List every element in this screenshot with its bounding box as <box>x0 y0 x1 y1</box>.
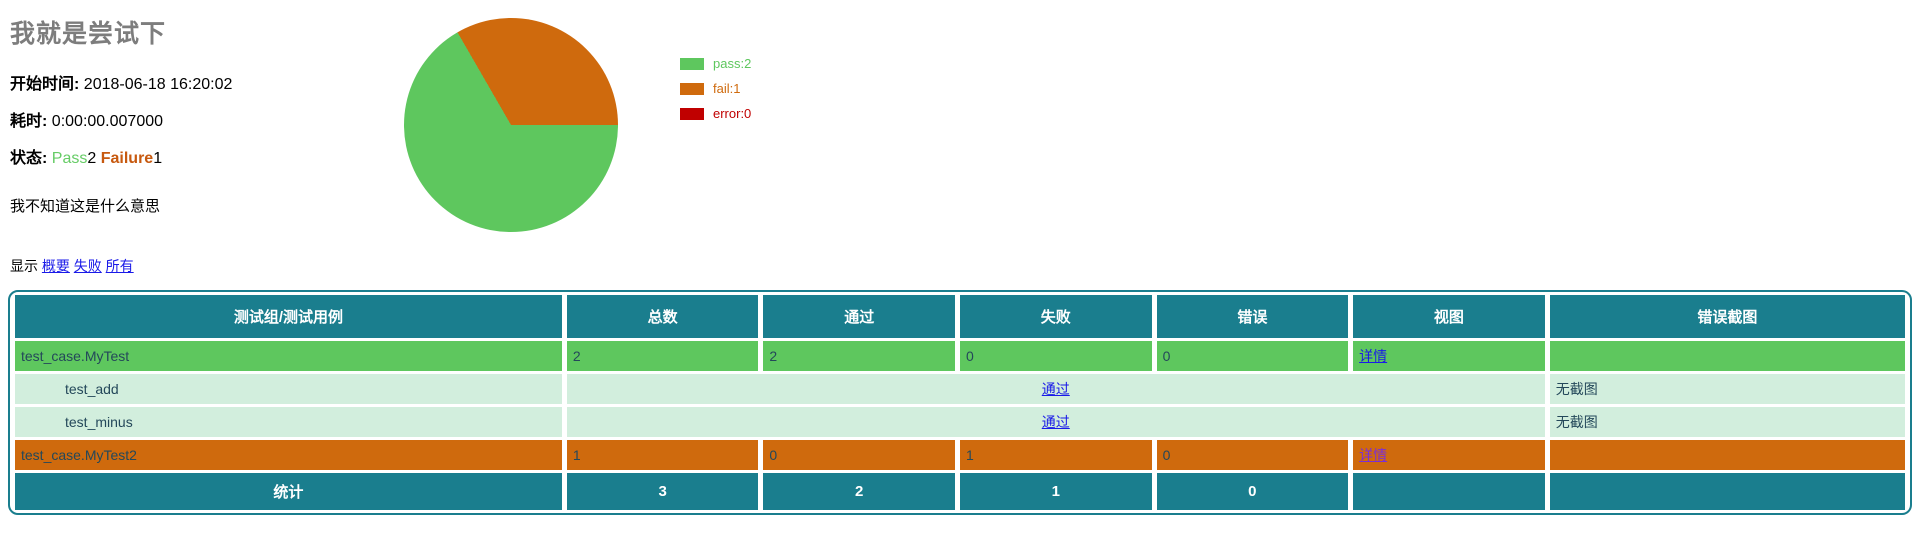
duration-row: 耗时: 0:00:00.007000 <box>10 107 1912 131</box>
status-pass-label: Pass <box>51 150 88 167</box>
case-status-link-test-minus[interactable]: 通过 <box>1041 414 1070 430</box>
status-row: 状态: Pass2 Failure1 <box>10 144 1912 168</box>
legend-swatch-error-icon <box>680 107 704 120</box>
group-pass: 0 <box>763 440 955 470</box>
group-total: 1 <box>566 440 759 470</box>
detail-link-mytest2[interactable]: 详情 <box>1359 447 1388 463</box>
header-cell-screenshot: 错误截图 <box>1549 295 1905 338</box>
legend-swatch-pass-icon <box>680 57 704 70</box>
footer-label: 统计 <box>15 473 562 510</box>
legend-label-pass: pass:2 <box>713 56 752 71</box>
start-time-row: 开始时间: 2018-06-18 16:20:02 <box>10 70 1912 94</box>
results-table: 测试组/测试用例 总数 通过 失败 错误 视图 错误截图 test_case.M… <box>8 290 1912 515</box>
group-screenshot <box>1549 341 1905 371</box>
case-status-link-test-add[interactable]: 通过 <box>1041 381 1070 397</box>
table-row-group-mytest: test_case.MyTest 2 2 0 0 详情 <box>15 341 1905 371</box>
footer-pass: 2 <box>763 473 955 510</box>
pie-chart <box>404 18 618 232</box>
detail-link-mytest[interactable]: 详情 <box>1359 348 1388 364</box>
group-pass: 2 <box>763 341 955 371</box>
status-failure-label: Failure <box>100 150 154 167</box>
group-name: test_case.MyTest2 <box>15 440 562 470</box>
group-screenshot <box>1549 440 1905 470</box>
group-fail: 0 <box>959 341 1152 371</box>
group-error: 0 <box>1156 341 1349 371</box>
table-row-case-test-minus: test_minus 通过 无截图 <box>15 407 1905 437</box>
filter-label: 显示 <box>10 258 38 274</box>
footer-screenshot <box>1549 473 1905 510</box>
footer-total: 3 <box>566 473 759 510</box>
legend-item-fail: fail:1 <box>680 81 751 96</box>
table-row-case-test-add: test_add 通过 无截图 <box>15 374 1905 404</box>
group-total: 2 <box>566 341 759 371</box>
case-name: test_add <box>15 374 562 404</box>
footer-error: 0 <box>1156 473 1349 510</box>
group-error: 0 <box>1156 440 1349 470</box>
header-cell-fail: 失败 <box>959 295 1152 338</box>
report-description: 我不知道这是什么意思 <box>10 198 161 215</box>
case-screenshot: 无截图 <box>1549 407 1905 437</box>
case-screenshot: 无截图 <box>1549 374 1905 404</box>
legend-item-pass: pass:2 <box>680 56 751 71</box>
legend-swatch-fail-icon <box>680 82 704 95</box>
filter-bar: 显示 概要 失败 所有 <box>10 256 1912 276</box>
status-failure-count: 1 <box>153 150 163 167</box>
header-cell-pass: 通过 <box>763 295 955 338</box>
legend-label-fail: fail:1 <box>713 81 741 96</box>
header-cell-total: 总数 <box>566 295 759 338</box>
table-footer-row: 统计 3 2 1 0 <box>15 473 1905 510</box>
filter-link-summary[interactable]: 概要 <box>41 258 70 274</box>
group-name: test_case.MyTest <box>15 341 562 371</box>
report-header: 我就是尝试下 开始时间: 2018-06-18 16:20:02 耗时: 0:0… <box>8 14 1912 248</box>
table-header-row: 测试组/测试用例 总数 通过 失败 错误 视图 错误截图 <box>15 295 1905 338</box>
duration-value: 0:00:00.007000 <box>51 113 164 130</box>
case-name: test_minus <box>15 407 562 437</box>
page-title: 我就是尝试下 <box>10 20 167 48</box>
start-time-label: 开始时间: <box>10 76 80 93</box>
pie-legend: pass:2 fail:1 error:0 <box>680 56 751 131</box>
legend-item-error: error:0 <box>680 106 751 121</box>
status-label: 状态: <box>10 150 48 167</box>
status-pass-count: 2 <box>87 150 97 167</box>
duration-label: 耗时: <box>10 113 48 130</box>
footer-view <box>1353 473 1545 510</box>
filter-link-failed[interactable]: 失败 <box>73 258 102 274</box>
group-fail: 1 <box>959 440 1152 470</box>
legend-label-error: error:0 <box>713 106 752 121</box>
header-cell-group: 测试组/测试用例 <box>15 295 562 338</box>
start-time-value: 2018-06-18 16:20:02 <box>83 76 233 93</box>
header-cell-view: 视图 <box>1353 295 1545 338</box>
header-cell-error: 错误 <box>1156 295 1349 338</box>
filter-link-all[interactable]: 所有 <box>105 258 134 274</box>
table-row-group-mytest2: test_case.MyTest2 1 0 1 0 详情 <box>15 440 1905 470</box>
footer-fail: 1 <box>959 473 1152 510</box>
